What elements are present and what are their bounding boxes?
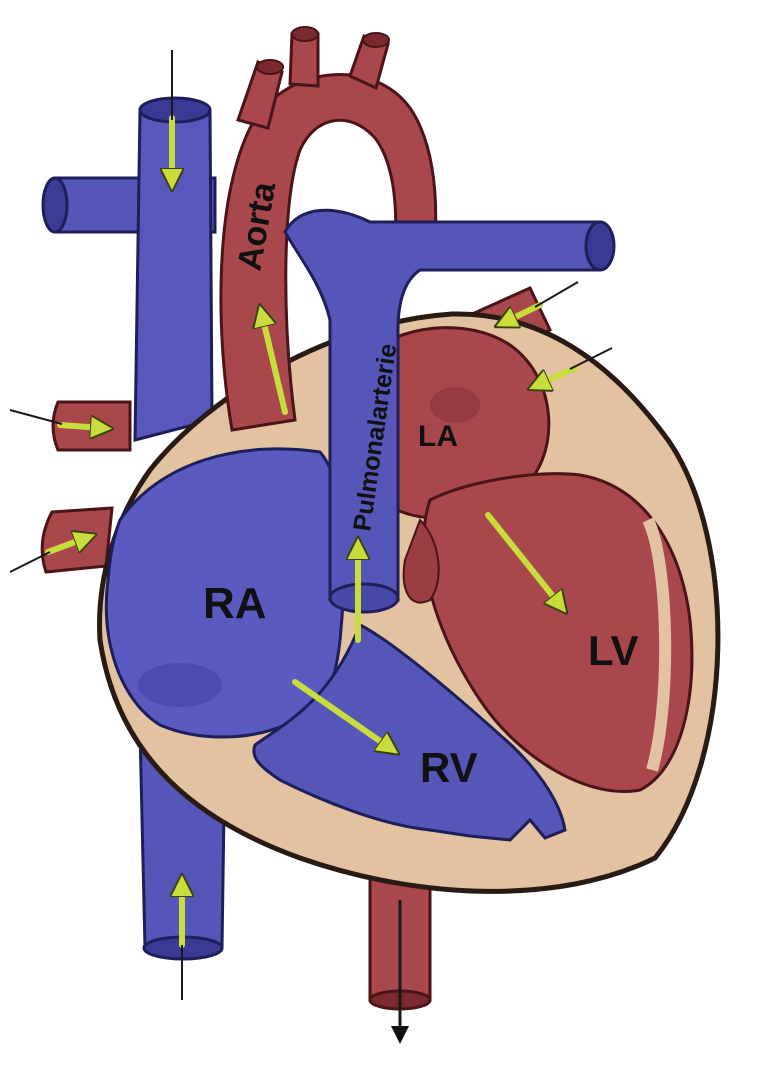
la-to-lv-flow-arrow <box>485 512 560 605</box>
label-left-atrium: LA <box>418 420 458 453</box>
pv-right-lower-flow-arrow <box>538 365 578 385</box>
label-right-atrium: RA <box>203 579 267 628</box>
left-ventricle <box>422 472 694 793</box>
mitral-valve <box>402 518 440 604</box>
label-right-ventricle: RV <box>420 744 478 791</box>
right-ventricle <box>252 622 567 842</box>
aortic-branch-1 <box>236 60 284 130</box>
pulmonary-artery <box>283 208 602 602</box>
pulmonary-valve <box>328 582 400 614</box>
flow-arrows <box>45 115 578 948</box>
pv-left-upper-flow-arrow <box>57 425 102 428</box>
aorta-flow-arrow <box>262 315 288 415</box>
pv-right-upper-flow-arrow <box>505 302 543 322</box>
pv-left-lower-flow-arrow <box>45 538 86 555</box>
label-left-ventricle: LV <box>588 627 639 674</box>
ra-to-rv-flow-arrow <box>292 679 390 748</box>
external-flow-lines <box>9 50 613 1044</box>
